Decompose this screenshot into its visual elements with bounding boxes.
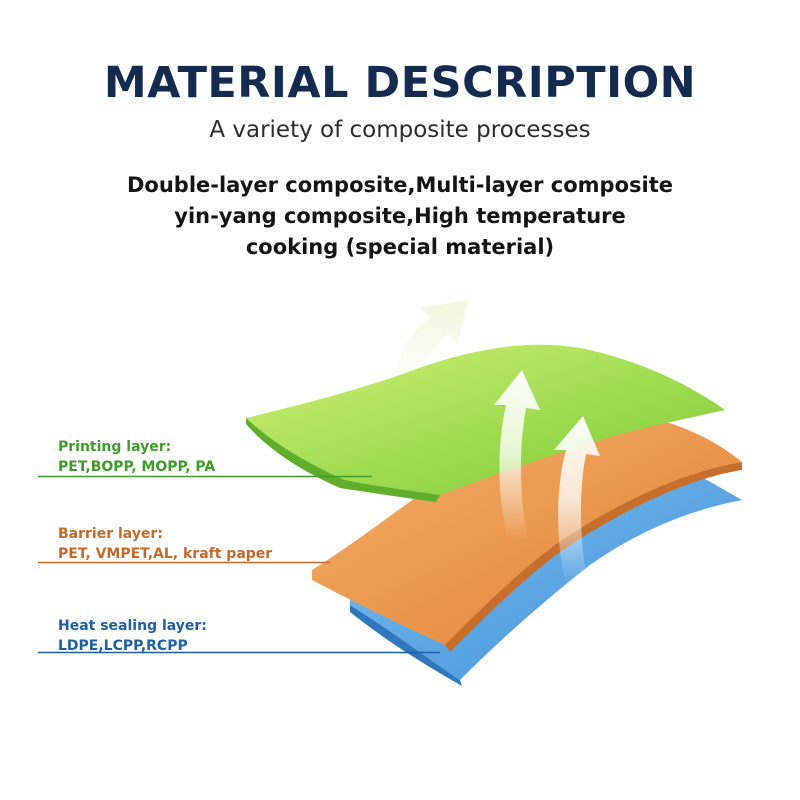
heat-sealing-layer-label: Heat sealing layer: LDPE,LCPP,RCPP <box>58 616 207 656</box>
layer-name: Barrier layer: <box>58 526 163 542</box>
printing-layer-sheet <box>246 344 725 502</box>
description-line: cooking (special material) <box>245 235 555 259</box>
process-description: Double-layer composite,Multi-layer compo… <box>60 170 740 263</box>
layer-name: Printing layer: <box>58 439 172 455</box>
description-line: Double-layer composite,Multi-layer compo… <box>126 173 673 197</box>
description-line: yin-yang composite,High temperature <box>174 204 626 228</box>
layer-name: Heat sealing layer: <box>58 618 207 634</box>
barrier-layer-sheet <box>312 419 742 652</box>
layer-materials: PET,BOPP, MOPP, PA <box>58 459 216 475</box>
layer-materials: LDPE,LCPP,RCPP <box>58 638 188 654</box>
breathable-arrow-icon <box>494 370 540 540</box>
page-title: MATERIAL DESCRIPTION <box>103 58 697 108</box>
barrier-layer-label: Barrier layer: PET, VMPET,AL, kraft pape… <box>58 524 272 564</box>
layer-materials: PET, VMPET,AL, kraft paper <box>58 546 273 562</box>
page-subtitle: A variety of composite processes <box>209 117 591 143</box>
printing-layer-label: Printing layer: PET,BOPP, MOPP, PA <box>58 437 215 477</box>
breathable-arrow-icon <box>554 416 600 585</box>
